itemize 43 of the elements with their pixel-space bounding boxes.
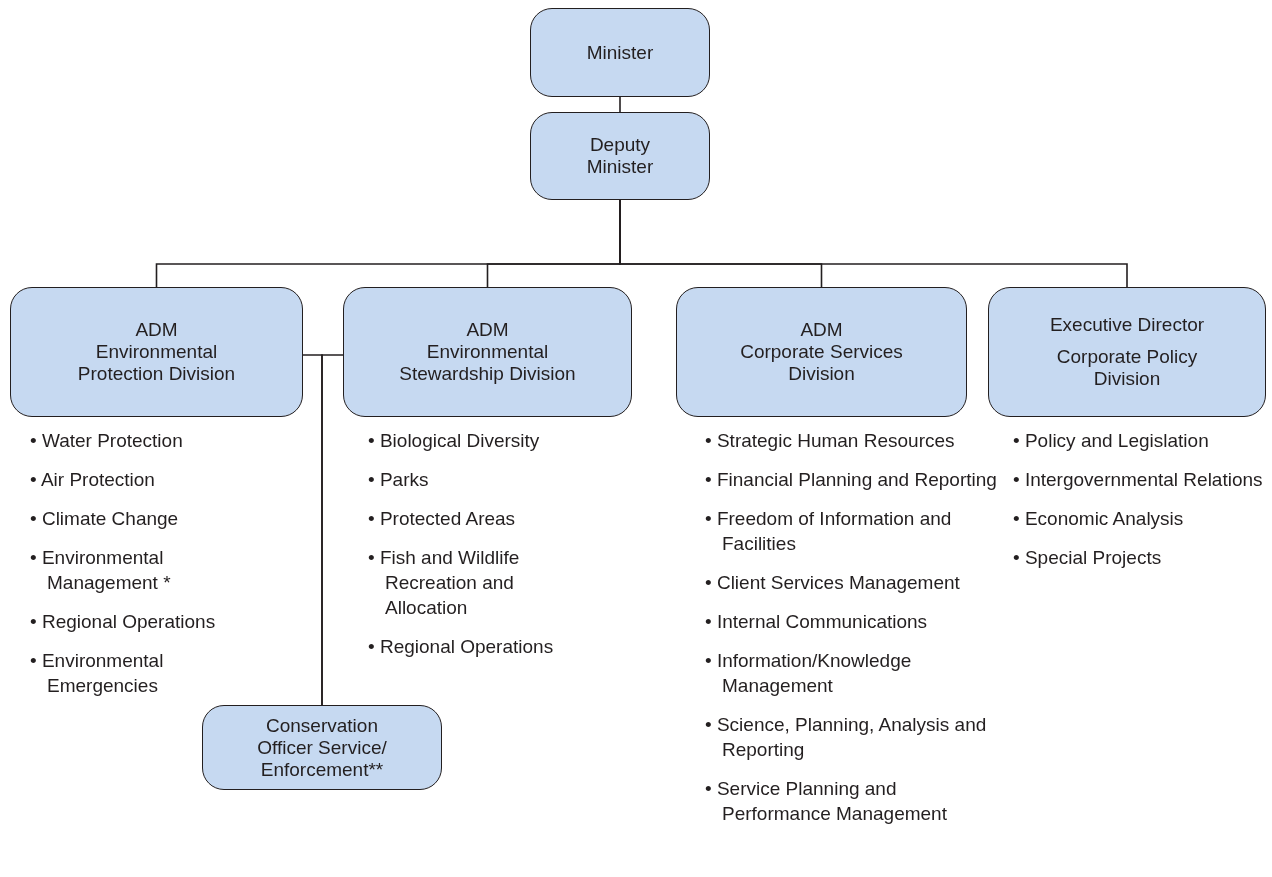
- list-item: • Environmental Management *: [30, 546, 172, 595]
- box-title: Conservation Officer Service/ Enforcement**: [256, 714, 388, 781]
- list-item: • Environmental Emergencies: [30, 649, 165, 698]
- box-title: Corporate Policy Division: [1055, 346, 1199, 390]
- org-box: [202, 705, 442, 790]
- org-box: [530, 8, 710, 97]
- list-item: • Fish and Wildlife Recreation and Allocation: [368, 546, 521, 620]
- list-item: • Water Protection: [30, 429, 184, 453]
- list-item: • Science, Planning, Analysis and Reporting: [705, 713, 988, 762]
- list-item: • Protected Areas: [368, 507, 517, 531]
- box-title: Environmental Stewardship Division: [398, 341, 577, 385]
- list-item: • Economic Analysis: [1013, 507, 1185, 531]
- list-item: • Freedom of Information and Facilities: [705, 507, 953, 556]
- connector-line: [619, 96, 621, 113]
- box-title: Corporate Services Division: [739, 341, 904, 385]
- list-item: • Climate Change: [30, 507, 180, 531]
- box-title: ADM: [135, 319, 178, 341]
- list-item: • Financial Planning and Reporting: [705, 468, 997, 492]
- list-item: • Strategic Human Resources: [705, 429, 956, 453]
- box-title: Minister: [586, 41, 654, 64]
- list-item: • Client Services Management: [705, 571, 961, 595]
- org-box: [343, 287, 632, 417]
- connector-line: [321, 354, 344, 706]
- list-item: • Parks: [368, 468, 430, 492]
- org-box: [988, 287, 1266, 417]
- org-box: [10, 287, 303, 417]
- list-item: • Internal Communications: [705, 610, 929, 634]
- org-box: [676, 287, 967, 417]
- org-box: [530, 112, 710, 200]
- box-title: Environmental Protection Division: [76, 341, 237, 385]
- list-item: • Policy and Legislation: [1013, 429, 1210, 453]
- box-title: ADM: [800, 319, 843, 341]
- list-item: • Special Projects: [1013, 546, 1163, 570]
- list-item: • Air Protection: [30, 468, 156, 492]
- list-item: • Biological Diversity: [368, 429, 541, 453]
- box-title: Executive Director: [1049, 314, 1205, 336]
- list-item: • Service Planning and Performance Management: [705, 777, 948, 826]
- list-item: • Information/Knowledge Management: [705, 649, 913, 698]
- list-item: • Regional Operations: [368, 635, 555, 659]
- box-title: ADM: [466, 319, 509, 341]
- list-item: • Intergovernmental Relations: [1013, 468, 1264, 492]
- box-title: Deputy Minister: [585, 134, 655, 178]
- list-item: • Regional Operations: [30, 610, 217, 634]
